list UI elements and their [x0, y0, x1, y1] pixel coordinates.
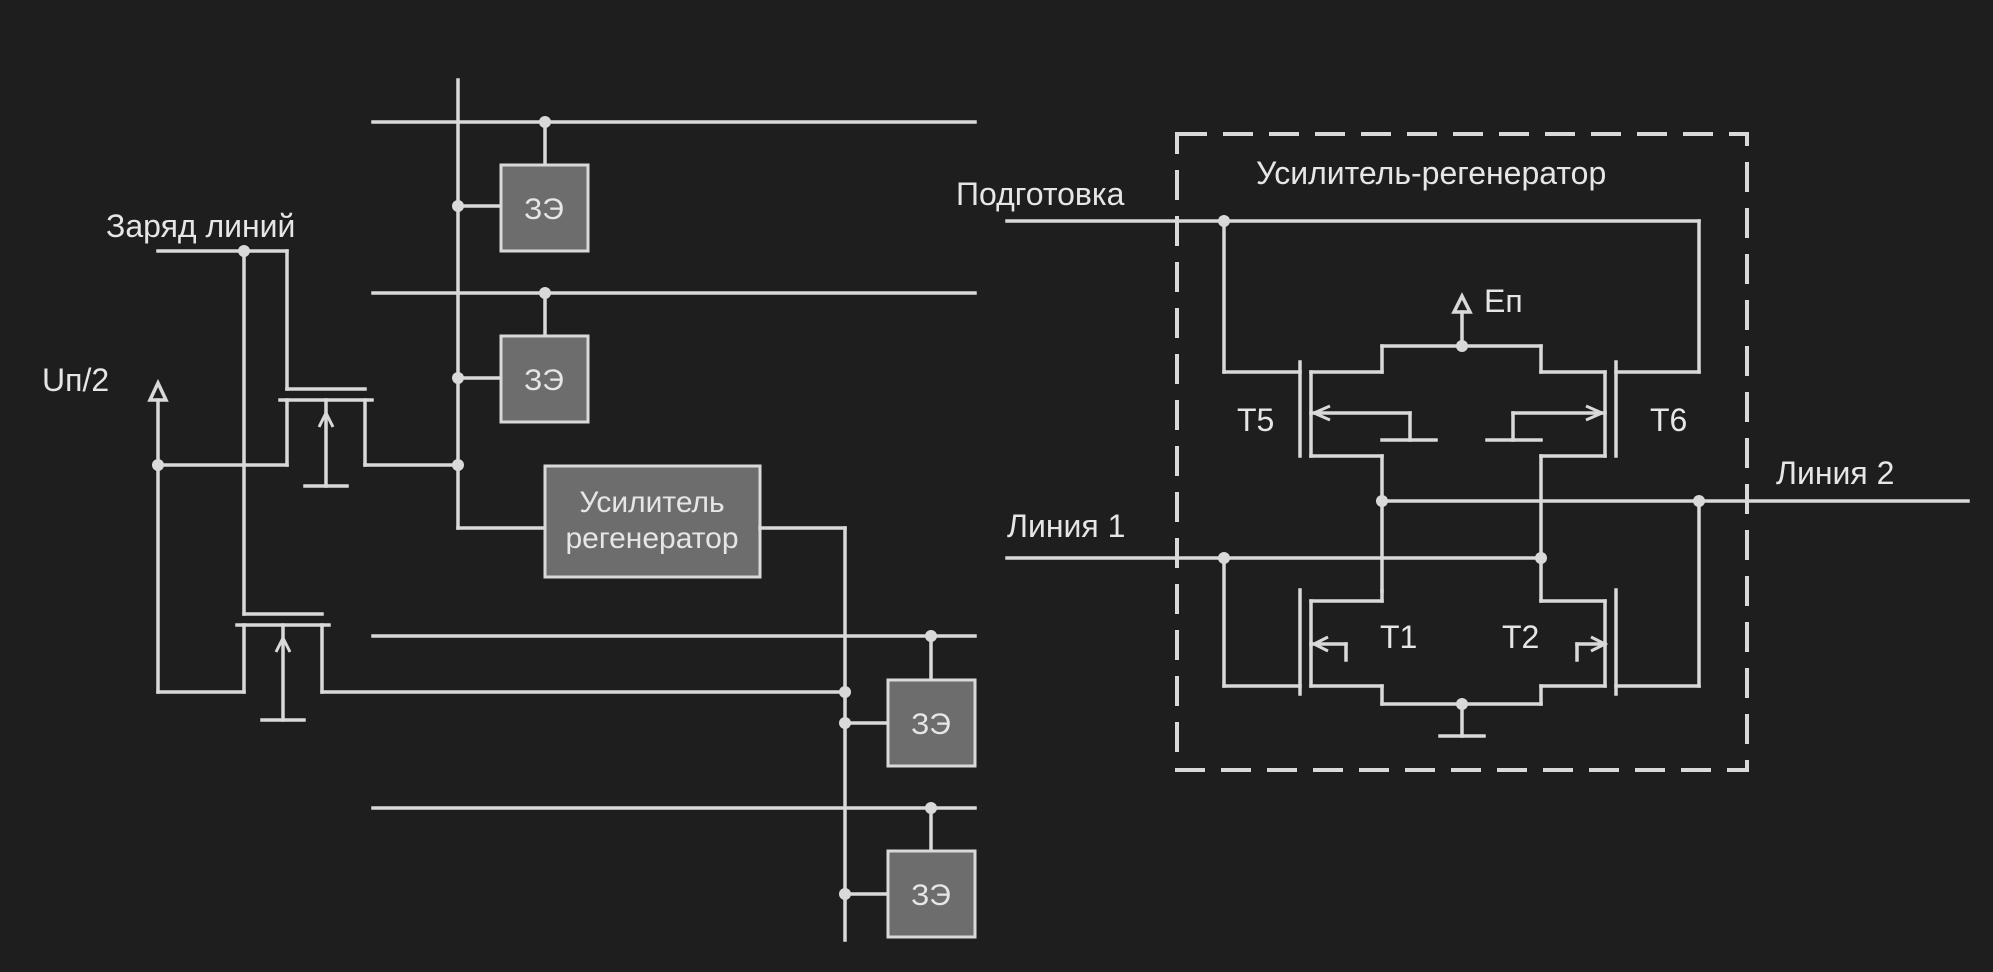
memory-cell-4-label: ЗЭ	[911, 879, 951, 912]
transistor-t2	[1539, 499, 1701, 706]
junction-dot	[1535, 552, 1547, 564]
supply-arrow-icon	[147, 378, 169, 402]
transistor-t6	[1485, 360, 1618, 603]
junction-dot	[839, 717, 851, 729]
amplifier-label-line2: регенератор	[565, 522, 738, 555]
memory-cell-3	[886, 678, 977, 768]
memory-cell-2-label: ЗЭ	[524, 364, 564, 397]
charge-lines-label: Заряд линий	[106, 208, 295, 244]
amplifier-boundary	[1175, 132, 1749, 772]
memory-cell-4	[886, 849, 977, 939]
line-2-label: Линия 2	[1776, 455, 1894, 491]
t5-label: Т5	[1237, 402, 1274, 438]
junction-dot	[452, 459, 464, 471]
preparation-label: Подготовка	[956, 176, 1125, 212]
junction-dot	[452, 200, 464, 212]
upper-precharge-transistor	[278, 398, 460, 488]
memory-cell-1	[499, 163, 590, 253]
supply-label: Uп/2	[42, 362, 109, 398]
ep-label: Еп	[1484, 283, 1523, 319]
memory-cell-2	[499, 334, 590, 424]
amplifier-title: Усилитель-регенератор	[1256, 155, 1606, 191]
junction-dot	[1376, 495, 1388, 507]
transistor-t5	[1298, 360, 1438, 593]
junction-dot	[925, 802, 937, 814]
junction-dot	[839, 686, 851, 698]
memory-cell-1-label: ЗЭ	[524, 193, 564, 226]
junction-dot	[539, 116, 551, 128]
line-1-label: Линия 1	[1007, 508, 1125, 544]
junction-dot	[539, 287, 551, 299]
junction-dot	[925, 630, 937, 642]
left-schematic: ЗЭ ЗЭ Усилитель регенератор ЗЭ ЗЭ	[42, 78, 977, 942]
junction-dot	[839, 888, 851, 900]
t6-label: Т6	[1650, 402, 1687, 438]
t2-label: Т2	[1502, 619, 1539, 655]
transistor-t1	[1222, 556, 1384, 706]
ep-arrow-icon	[1451, 292, 1473, 314]
memory-cell-3-label: ЗЭ	[911, 708, 951, 741]
t1-label: Т1	[1380, 619, 1417, 655]
amplifier-label-line1: Усилитель	[579, 486, 724, 519]
right-schematic: Усилитель-регенератор Подготовка Еп Т	[956, 132, 1970, 772]
amplifier-regenerator-block	[543, 464, 762, 579]
lower-precharge-transistor	[235, 623, 847, 722]
junction-dot	[452, 372, 464, 384]
